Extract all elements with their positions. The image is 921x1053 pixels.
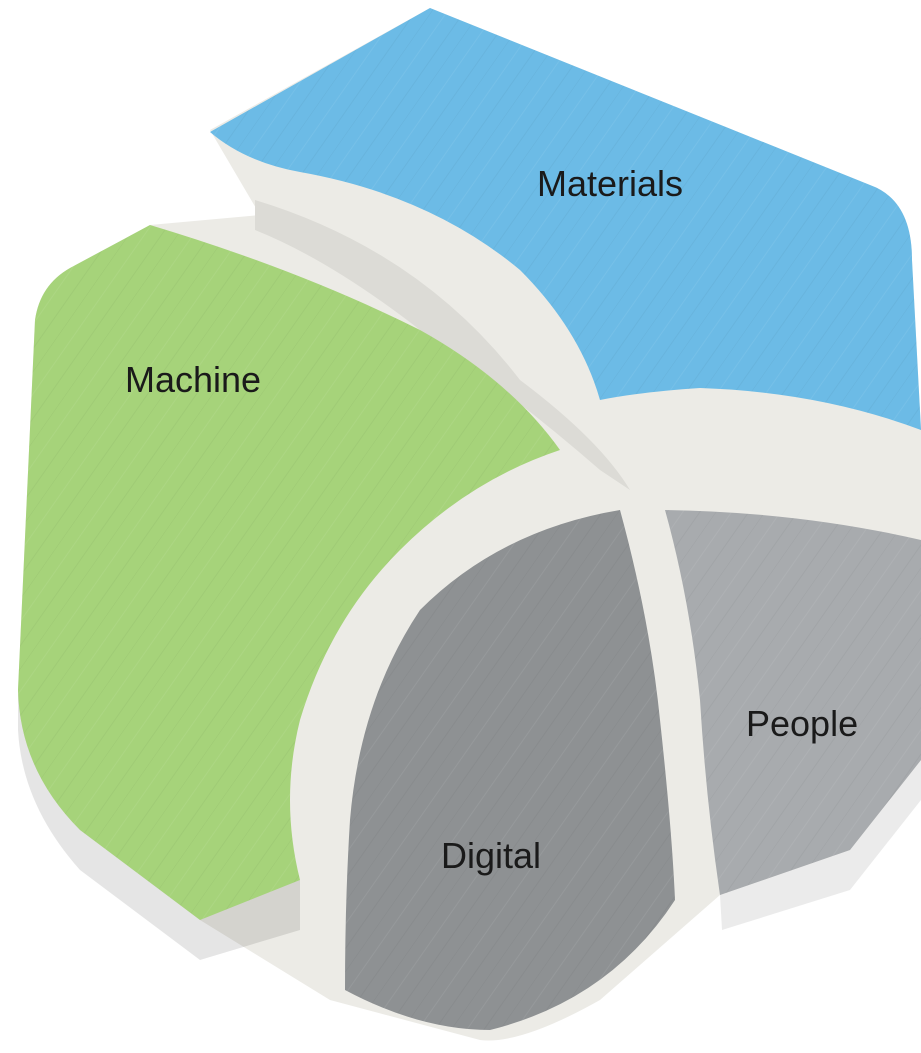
label-digital: Digital <box>441 835 541 876</box>
materials-texture <box>210 8 921 430</box>
digital-texture <box>345 510 675 1030</box>
label-people: People <box>746 703 858 744</box>
machine-side-shade <box>18 690 300 960</box>
people-side-shade <box>720 760 921 930</box>
machine-texture <box>18 225 560 920</box>
people-texture <box>665 510 921 895</box>
label-machine: Machine <box>125 359 261 400</box>
label-materials: Materials <box>537 163 683 204</box>
